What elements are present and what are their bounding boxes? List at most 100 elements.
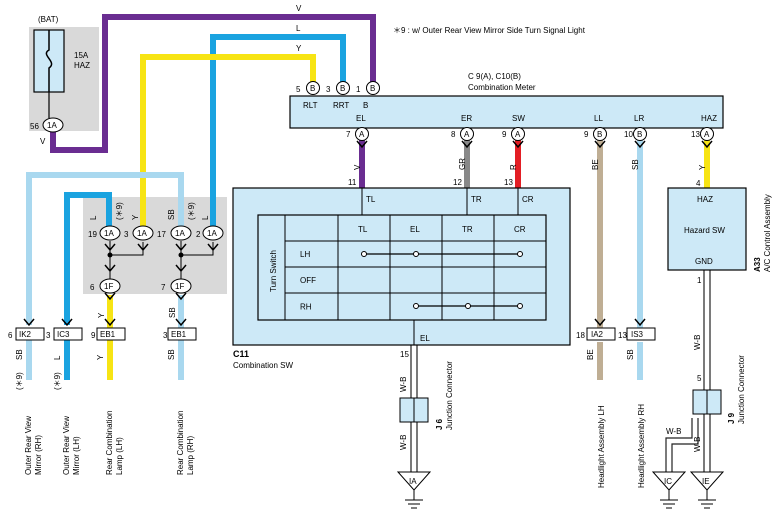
meter-bottom-pin-num: 7 [346,130,351,139]
left-load-arrow [175,318,187,327]
left-load-note: (＊9) [53,372,62,390]
left-load-connector-label: IK2 [19,330,32,339]
meter-bottom-pin-label: HAZ [701,114,717,123]
j1a-connector-label: 1A [137,229,147,238]
wire-label-l-top: L [296,24,301,33]
j1f-connector-label: 1F [175,282,184,291]
haz-id: A33 [753,257,762,272]
right-load-connector [586,327,616,341]
j1a-bus-dot [178,252,184,258]
meter-top-pin-label: B [363,101,368,110]
fuse-element [45,30,53,92]
left-load-name: Lamp (RH) [186,436,195,475]
meter-bottom-pin-wire: R [509,164,518,170]
j1a-wire-label: Y [131,214,140,220]
hazard-switch [667,187,747,271]
left-load-pin: 9 [91,331,96,340]
j6-wire: W-B [399,435,408,450]
right-load-connector-label: IA2 [591,330,604,339]
j1a-wire-label: L [201,215,210,220]
j1a-connector-label: 1A [104,229,114,238]
left-load-wire: SB [15,349,24,360]
j1a-pin-num: 19 [88,230,97,239]
c11-in-pin-label: TL [366,195,376,204]
meter-bottom-pin-wire: V [353,164,362,170]
j1f-pin-num: 6 [90,283,95,292]
meter-bottom-pin-num: 10 [624,130,633,139]
left-load-connector-label: IC3 [57,330,70,339]
meter-top-pin-conn-label: B [340,84,345,93]
c11-col-header: CR [514,225,526,234]
c11-row-label: OFF [300,276,316,285]
left-load-connector [167,327,197,341]
c11-lh-contact [413,251,419,257]
c11-in-pin-num: 13 [504,178,513,187]
meter-bottom-pin-conn-label: B [637,130,642,139]
haz-assembly: A/C Control Assembly [763,194,772,272]
combination-meter [289,95,724,129]
left-load-arrow [61,318,73,327]
ground-symbol [651,471,687,491]
c11-in-pin-label: CR [522,195,534,204]
left-load-name: Outer Rear View [24,416,33,475]
meter-top-pin-num: 1 [356,85,361,94]
c11-col-header: EL [410,225,420,234]
ground-label: IE [702,477,710,486]
c11-rh-contact [413,303,419,309]
c11-lh-contact [361,251,367,257]
haz-gnd-label: GND [695,257,713,266]
fuse-name: HAZ [74,61,90,70]
meter-bottom-pin-num: 8 [451,130,456,139]
right-load-connector [626,327,656,341]
meter-top-pin-conn [306,81,320,95]
j1a-wire-note: (＊9) [115,202,124,220]
haz-top-label: HAZ [697,195,713,204]
c11-col-header: TL [358,225,368,234]
right-load-wire: BE [586,349,595,360]
c11-out-wire: W-B [399,377,408,392]
left-load-name: Mirror (LH) [72,436,81,475]
meter-bottom-pin-conn [593,127,607,141]
left-load-name: Lamp (LH) [115,437,124,475]
left-load-name: Rear Combination [105,411,114,475]
j9-id: J 9 [727,412,736,424]
haz-out-wire: W-B [693,335,702,350]
c11-in-pin-num: 11 [348,178,357,187]
j1a-connector [170,225,192,241]
meter-bottom-pin-label: ER [461,114,472,123]
j1a-arrow [175,264,187,273]
meter-bottom-pin-conn-label: A [464,130,470,139]
meter-bottom-pin-num: 9 [502,130,507,139]
meter-bottom-pin-arrow [701,140,713,149]
meter-top-pin-conn [366,81,380,95]
j9-pin: 5 [697,374,702,383]
right-load-connector-label: IS3 [631,330,644,339]
bat-connector [42,117,64,133]
meter-bottom-pin-conn [700,127,714,141]
bat-connector-label: 1A [47,121,57,130]
c11-col-header: TR [462,225,473,234]
j9-wire: W-B [693,437,702,452]
c11-rh-contact [465,303,471,309]
meter-bottom-pin-conn-label: A [515,130,521,139]
wire-y-rlt [140,54,316,226]
j1a-connector-label: 1A [207,229,217,238]
c11-out-pin: 15 [400,350,409,359]
left-load-connector-label: EB1 [100,330,116,339]
meter-bottom-pin-conn-label: B [597,130,602,139]
left-load-pin: 6 [8,331,13,340]
meter-top-pin-conn-label: B [370,84,375,93]
meter-bottom-pin-wire: GR [458,158,467,170]
j1a-wire-note: (＊9) [187,202,196,220]
left-load-arrow [23,318,35,327]
j1f-connector [170,278,192,294]
left-load-pin: 3 [46,331,51,340]
right-load-name: Headlight Assembly LH [597,405,606,488]
meter-top-pin-conn [336,81,350,95]
j1a-arrow [137,243,149,252]
j1a-pin-num: 2 [196,230,201,239]
